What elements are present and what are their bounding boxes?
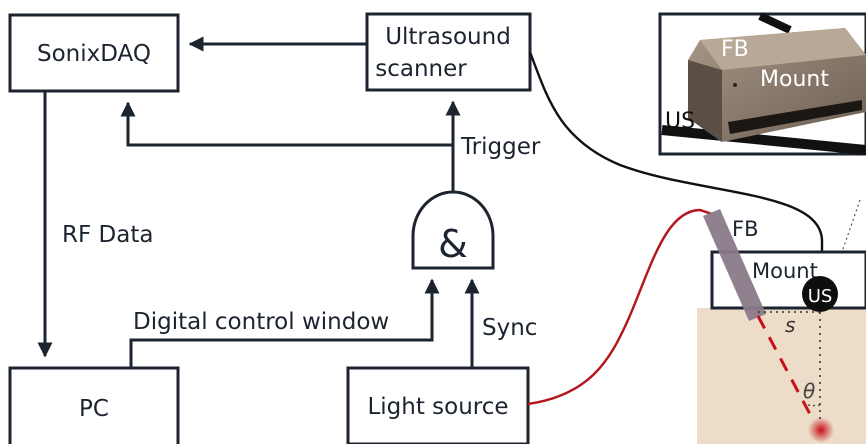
and-gate	[411, 190, 495, 270]
light-beam-path	[756, 315, 814, 419]
photo-us-label: US	[665, 109, 695, 134]
sync-label: Sync	[482, 315, 537, 341]
ultrasound-scanner-label-line2: scanner	[375, 56, 467, 82]
angle-theta-symbol: θ	[803, 379, 815, 403]
fb-label: FB	[732, 217, 759, 241]
ultrasound-cable	[528, 51, 824, 252]
edge-pc-to-gate	[129, 278, 440, 368]
mount-label: Mount	[752, 259, 818, 283]
sonixdaq-box	[8, 13, 180, 93]
sonixdaq-label: SonixDAQ	[37, 41, 151, 67]
fiber-bundle	[703, 209, 766, 321]
pc-label: PC	[79, 396, 109, 422]
ultrasound-scanner-label-line1: Ultrasound	[385, 24, 511, 50]
photo-mount-label: Mount	[760, 67, 829, 92]
probe-photo	[661, 12, 866, 155]
edge-trigger-to-daq	[120, 101, 453, 147]
us-transducer	[802, 276, 838, 312]
rf-data-label: RF Data	[62, 222, 153, 248]
light-source-label: Light source	[367, 394, 508, 420]
inset-leader-line	[841, 199, 861, 253]
pc-box	[8, 366, 180, 444]
focal-spot	[808, 417, 834, 443]
phantom	[697, 308, 866, 444]
angle-arc	[804, 403, 821, 407]
photo-fb-label: FB	[721, 37, 749, 62]
trigger-label: Trigger	[460, 134, 541, 160]
digital-control-window-label: Digital control window	[133, 309, 389, 335]
distance-s-symbol: s	[785, 313, 795, 337]
ultrasound-scanner-box	[365, 12, 532, 92]
and-gate-symbol: &	[438, 222, 468, 266]
light-source-box	[346, 366, 530, 444]
us-label: US	[808, 286, 833, 307]
optical-fiber	[527, 208, 713, 406]
